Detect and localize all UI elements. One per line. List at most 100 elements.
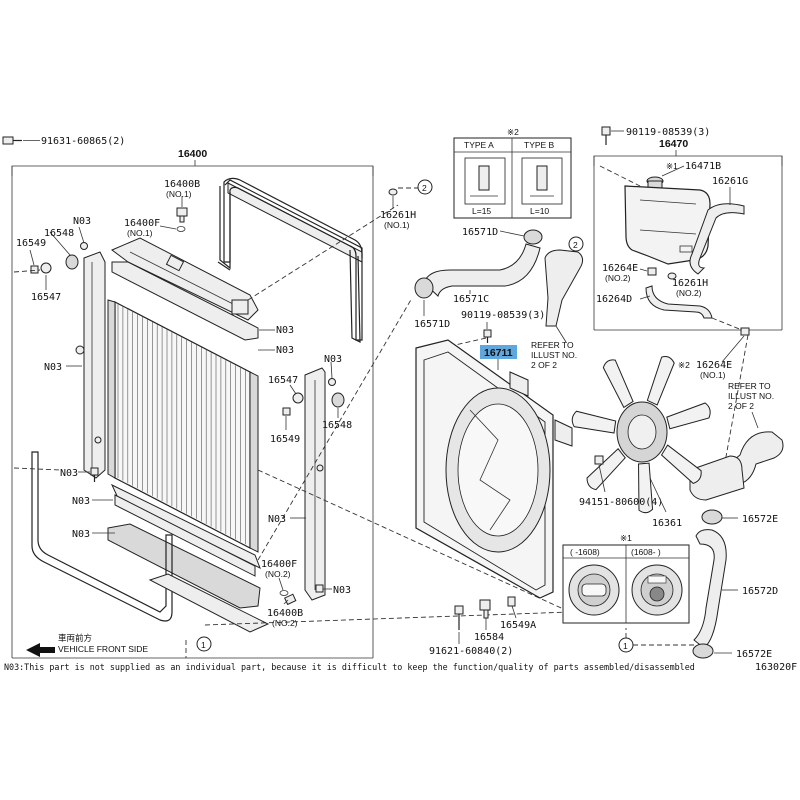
nut-16549-right-icon (282, 407, 291, 416)
fan-blade (666, 402, 711, 430)
radiator-lower-tank (110, 483, 261, 570)
left-side-support (75, 251, 106, 479)
part-label-90119-top[interactable]: 90119-08539(3) (626, 127, 710, 138)
radiator-seal-upper-right (223, 177, 363, 341)
vehicle-front-label-jp: 車両前方 (58, 633, 92, 643)
part-label-16547-left[interactable]: 16547 (31, 292, 61, 303)
part-label-16400b-no2-sub: (NO.2) (272, 618, 298, 628)
part-label-16400f-no2-sub: (NO.2) (265, 569, 291, 579)
part-label-16400b-no1[interactable]: 16400B (164, 179, 200, 190)
lower-seal-strip (148, 573, 270, 633)
part-label-n03-lower-insulator[interactable]: N03 (72, 496, 90, 507)
drain-cock-16400b-icon (176, 207, 188, 223)
reference-circle-2-top-text: 2 (422, 183, 427, 193)
part-label-n03-upper2[interactable]: N03 (276, 345, 294, 356)
fan-blade (638, 462, 654, 514)
part-label-n03-lower-bolt[interactable]: N03 (60, 468, 78, 479)
part-label-16547-right[interactable]: 16547 (268, 375, 298, 386)
drain-cock-16400b-no2-icon (284, 593, 297, 606)
clip-16264e-no2-icon (647, 267, 657, 276)
part-label-16572e-lower[interactable]: 16572E (736, 649, 772, 660)
refer-note-2-line1: REFER TO (728, 381, 771, 391)
type-b-header: TYPE B (524, 140, 555, 150)
part-label-16264e-no2-sub: (NO.2) (605, 273, 631, 283)
part-label-90119-center[interactable]: 90119-08539(3) (461, 310, 545, 321)
part-label-16361[interactable]: 16361 (652, 518, 682, 529)
part-label-16400[interactable]: 16400 (178, 148, 207, 160)
part-label-16549-right[interactable]: 16549 (270, 434, 300, 445)
bushing-16547-left-icon (40, 262, 52, 274)
part-label-n03-left-top[interactable]: N03 (73, 216, 91, 227)
hose-clamp-16572e-upper-icon (701, 509, 723, 525)
hose-clamp-16571d-upper-icon (523, 229, 543, 245)
vehicle-front-label-en: VEHICLE FRONT SIDE (58, 644, 148, 654)
reference-circle-2-top (417, 179, 433, 195)
right-side-support (304, 367, 326, 601)
part-label-16264d[interactable]: 16264D (596, 294, 632, 305)
part-label-16549-left[interactable]: 16549 (16, 238, 46, 249)
part-label-91621-60840[interactable]: 91621-60840(2) (429, 646, 513, 657)
o-ring-16400f-no1-icon (176, 226, 186, 232)
part-label-94151-80600[interactable]: 94151-80600(4) (579, 497, 663, 508)
bolt-n03-right-top-icon (328, 378, 336, 386)
fan-blade (586, 448, 626, 491)
part-label-16261h-no2-sub: (NO.2) (676, 288, 702, 298)
part-label-16572e-upper[interactable]: 16572E (742, 514, 778, 525)
part-label-16400f-no2[interactable]: 16400F (261, 559, 297, 570)
part-label-16470[interactable]: 16470 (659, 138, 688, 150)
bolt-n03-left-icon (80, 242, 88, 250)
part-label-16471b[interactable]: 16471B (685, 161, 721, 172)
part-label-91631-60865[interactable]: 91631-60865(2) (41, 136, 125, 147)
reservoir-hose-16261g (689, 203, 745, 275)
radiator-upper-tank (111, 237, 259, 321)
part-label-16548-left[interactable]: 16548 (44, 228, 74, 239)
lower-hose-pipe (689, 455, 745, 501)
bolt-94151-icon (594, 455, 604, 465)
bolt-n03-right-lower-icon (315, 584, 324, 593)
part-label-16261g[interactable]: 16261G (712, 176, 748, 187)
radiator-cap-new-icon (631, 564, 683, 616)
water-outlet-pipe (544, 249, 584, 327)
refer-note-2-line3: 2 OF 2 (728, 401, 754, 411)
part-label-n03-left-support[interactable]: N03 (44, 362, 62, 373)
part-label-16264e-no2[interactable]: 16264E (602, 263, 638, 274)
upper-insulator (111, 261, 259, 341)
bolt-90119-center-icon (483, 329, 492, 343)
part-label-n03-right-support[interactable]: N03 (268, 514, 286, 525)
part-label-16571d-lower[interactable]: 16571D (414, 319, 450, 330)
grommet-16548-left-icon (65, 254, 79, 270)
part-label-16400f-no1-sub: (NO.1) (127, 228, 153, 238)
nut-16549-left-icon (30, 265, 39, 274)
lower-radiator-hose-16572d (693, 529, 727, 649)
overflow-hose-16264d (645, 285, 713, 319)
part-label-16584[interactable]: 16584 (474, 632, 504, 643)
clip-16264e-no1-icon (740, 327, 750, 336)
type-a-length: L=15 (472, 206, 491, 216)
part-label-16571d-upper[interactable]: 16571D (462, 227, 498, 238)
clip-16549a-icon (507, 596, 516, 607)
type-b-length: L=10 (530, 206, 549, 216)
part-label-16711[interactable]: 16711 (484, 347, 513, 359)
upper-radiator-hose-16571c (423, 243, 541, 297)
part-label-16261h-no1[interactable]: 16261H (380, 210, 416, 221)
part-label-16264e-no1[interactable]: 16264E (696, 360, 732, 371)
part-label-16261h-no2[interactable]: 16261H (672, 278, 708, 289)
radiator-cap-comparison: ※1 ( -1608) (1608- ) (562, 533, 690, 624)
refer-note-1-line3: 2 OF 2 (531, 360, 557, 370)
part-label-16400f-no1[interactable]: 16400F (124, 218, 160, 229)
part-label-16572d[interactable]: 16572D (742, 586, 778, 597)
part-label-n03-right-lower[interactable]: N03 (333, 585, 351, 596)
lower-insulator (114, 494, 256, 577)
part-label-16711-highlight (480, 345, 517, 359)
part-label-n03-right-top[interactable]: N03 (324, 354, 342, 365)
part-label-n03-upper[interactable]: N03 (276, 325, 294, 336)
radiator-assembly-bracket (11, 165, 374, 176)
part-label-16571c[interactable]: 16571C (453, 294, 489, 305)
vehicle-front-arrow-icon (26, 643, 55, 657)
part-label-16400b-no2[interactable]: 16400B (267, 608, 303, 619)
refer-note-1-line2: ILLUST NO. (531, 350, 577, 360)
part-label-n03-lower-baffle[interactable]: N03 (72, 529, 90, 540)
part-label-16549a[interactable]: 16549A (500, 620, 536, 631)
fan-blade (571, 410, 617, 434)
